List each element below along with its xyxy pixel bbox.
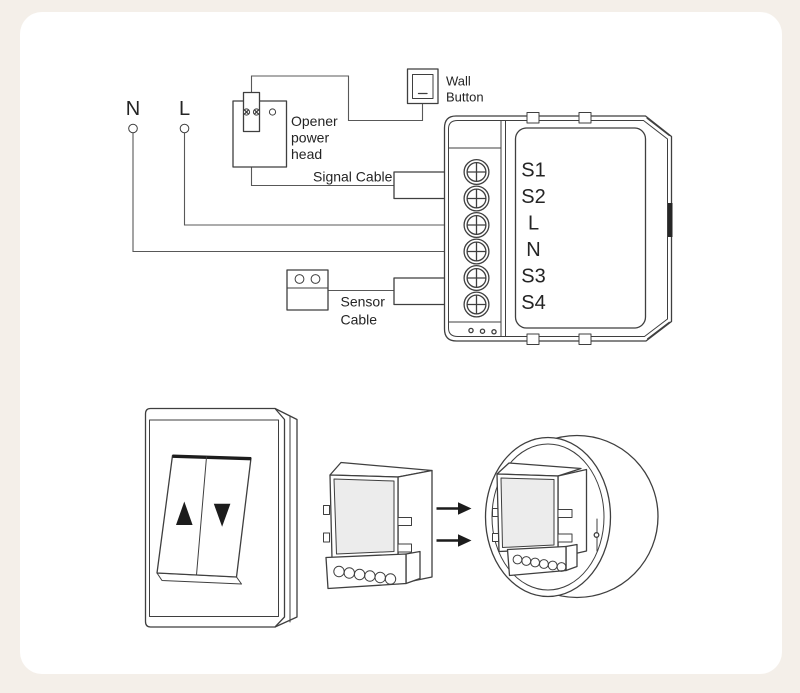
opener-label-1: Opener xyxy=(291,113,338,129)
terminal-block-side xyxy=(405,550,421,585)
down-arrow-icon xyxy=(213,503,231,527)
terminal-ring-n xyxy=(128,123,138,134)
sensor-cable-label-1: Sensor xyxy=(341,294,386,310)
module-clip xyxy=(397,543,412,553)
right-arrow-icon xyxy=(458,534,472,547)
terminal-label-s1: S1 xyxy=(521,160,545,182)
switch-recess xyxy=(149,419,279,617)
up-arrow-icon xyxy=(176,501,193,525)
sensor-cable-connector xyxy=(393,277,451,306)
wire-neutral xyxy=(132,132,465,253)
insert-arrow-top xyxy=(436,502,472,515)
module-in-box xyxy=(492,462,588,577)
power-terminal-n: N xyxy=(126,98,140,134)
signal-cable-connector xyxy=(393,171,451,200)
terminal-screw-s3 xyxy=(463,264,490,292)
wire-wall-button xyxy=(250,75,424,122)
terminal-block-side xyxy=(565,543,578,572)
module-clip xyxy=(557,533,573,543)
wall-button-label-2: Button xyxy=(446,90,484,105)
module-front-panel xyxy=(500,477,555,548)
signal-cable-label: Signal Cable xyxy=(313,169,393,185)
opener-power-head: Opener power head xyxy=(232,91,338,168)
rocker xyxy=(156,454,252,578)
module-side-notch xyxy=(668,203,673,237)
power-terminal-l: L xyxy=(179,98,190,134)
relay-module: S1 S2 L N S3 S4 xyxy=(443,112,673,345)
terminal-label-s2: S2 xyxy=(521,186,545,208)
round-junction-box xyxy=(484,434,659,599)
wall-button: Wall Button xyxy=(406,68,484,105)
module-tab xyxy=(578,112,592,124)
rocker-divider xyxy=(196,456,207,576)
wall-button-label-1: Wall xyxy=(446,74,471,89)
terminal-block xyxy=(506,545,567,577)
terminal-label-n: N xyxy=(526,239,540,261)
terminal-label-s4: S4 xyxy=(521,292,545,314)
rocker-top-edge xyxy=(172,454,252,461)
installation-diagram xyxy=(144,407,659,628)
terminal-screw-n xyxy=(463,238,490,265)
module-3d xyxy=(323,461,433,590)
terminal-screw-s4 xyxy=(463,291,490,318)
module-clip xyxy=(557,509,573,518)
terminal-screw-s1 xyxy=(463,158,490,186)
sensor-box xyxy=(286,269,329,311)
module-clip xyxy=(492,533,499,542)
module-tab xyxy=(526,333,540,345)
sensor-cable-label-2: Cable xyxy=(341,312,378,328)
vent-hole xyxy=(491,329,497,335)
vent-hole xyxy=(479,328,486,334)
label-n: N xyxy=(126,98,140,120)
terminal-block xyxy=(325,553,407,590)
terminal-label-s3: S3 xyxy=(521,266,545,288)
terminal-screw-l xyxy=(463,211,490,239)
module-tab xyxy=(526,112,540,124)
terminal-label-l: L xyxy=(528,213,539,235)
module-label-panel xyxy=(514,127,647,329)
opener-label-2: power xyxy=(291,130,329,146)
wall-switch xyxy=(144,407,298,628)
module-tab xyxy=(578,333,592,345)
box-screw-hole xyxy=(593,532,600,538)
module-clip xyxy=(323,505,330,515)
opener-pin-3 xyxy=(268,108,277,116)
right-arrow-icon xyxy=(458,502,472,515)
terminal-ring-l xyxy=(179,123,190,134)
wiring-diagram: N L Opener power head Wall Button xyxy=(126,68,673,345)
label-l: L xyxy=(179,98,190,120)
vent-hole xyxy=(468,327,474,334)
module-clip xyxy=(323,532,330,543)
terminal-screw-s2 xyxy=(463,185,490,212)
wire-live xyxy=(183,132,465,226)
opener-label-3: head xyxy=(291,146,322,162)
module-clip xyxy=(397,517,412,526)
insert-arrow-bottom xyxy=(436,534,472,547)
module-front-panel xyxy=(333,478,395,555)
